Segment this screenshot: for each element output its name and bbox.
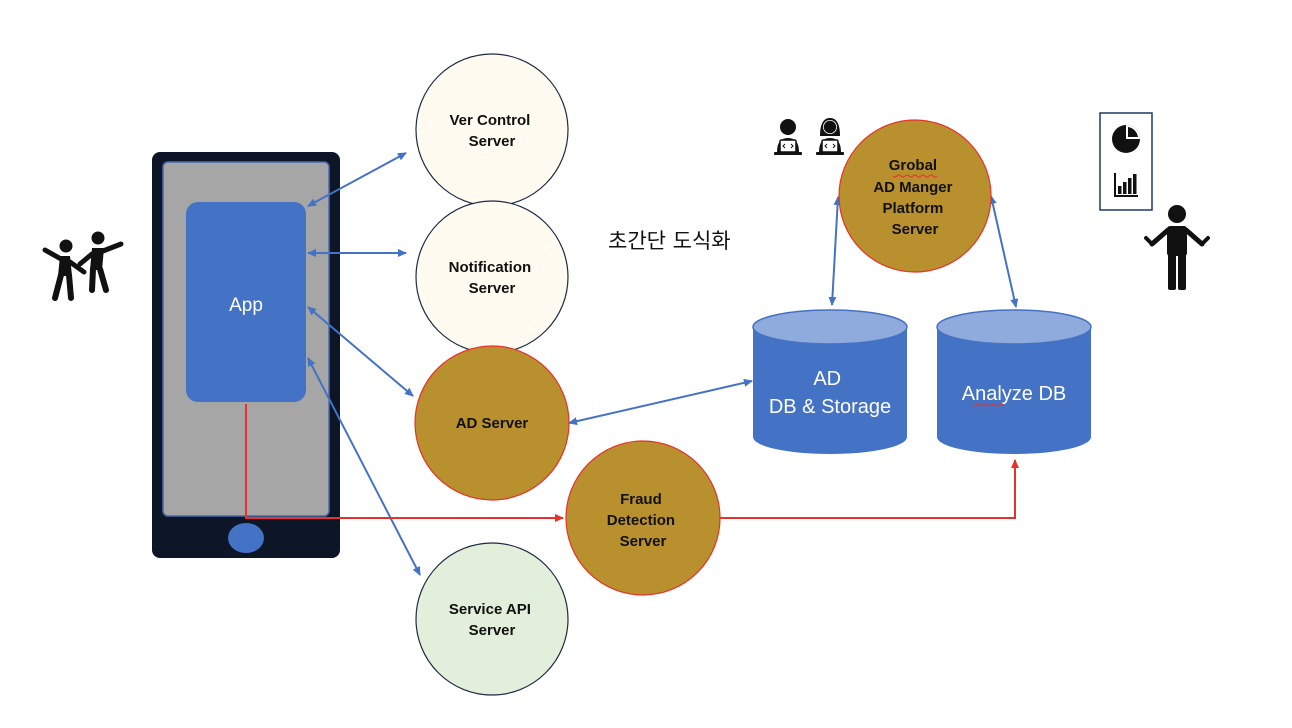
spellcheck-underline xyxy=(970,403,1004,407)
ad-db-storage[interactable]: AD DB & Storage xyxy=(752,309,908,454)
fraud-line1: Fraud xyxy=(620,491,662,508)
analyze-db-label: Analyze DB xyxy=(962,383,1067,405)
global-ad-ad-db-link xyxy=(828,196,842,306)
svg-text:Service API Server: Service API Server xyxy=(449,601,535,639)
app-fraud-link xyxy=(245,404,564,522)
global-ad-analyze-db-link xyxy=(988,195,1019,308)
global-ad-line4: Server xyxy=(892,221,939,238)
developer-icon xyxy=(816,118,844,155)
developers-icon xyxy=(774,118,844,155)
svg-text:Notification Server: Notification Server xyxy=(449,259,536,297)
global-ad-manager-server[interactable]: Grobal AD Manger Platform Server xyxy=(838,119,992,273)
svg-text:Ver Control Server: Ver Control Server xyxy=(449,112,534,150)
bar-chart-icon xyxy=(1114,173,1138,197)
svg-text:Grobal AD Manger P: Grobal AD Manger Platform Server xyxy=(873,157,956,238)
users-icon xyxy=(42,231,124,301)
connectors-red xyxy=(245,404,1019,522)
fraud-analyze-db-link xyxy=(720,459,1019,519)
global-ad-line3: Platform xyxy=(882,200,943,217)
fraud-detection-server[interactable]: Fraud Detection Server xyxy=(565,440,721,596)
spellcheck-underline xyxy=(892,174,938,178)
ad-db-line2: DB & Storage xyxy=(769,396,891,418)
notification-line2: Server xyxy=(469,280,516,297)
home-button[interactable] xyxy=(228,523,264,553)
analyze-db[interactable]: Analyze DB xyxy=(936,309,1092,454)
ad-db-line1: AD xyxy=(813,368,841,390)
ver-control-line1: Ver Control xyxy=(449,112,530,129)
fraud-line2: Detection xyxy=(607,512,675,529)
ad-server[interactable]: AD Server xyxy=(414,345,570,501)
developer-icon xyxy=(774,119,802,155)
app-service-api-link xyxy=(307,357,421,576)
global-ad-line2: AD Manger xyxy=(873,179,952,196)
app-ver-control-link xyxy=(307,152,407,207)
ver-control-server[interactable]: Ver Control Server xyxy=(415,53,569,207)
report-icons-panel xyxy=(1099,112,1153,211)
ver-control-line2: Server xyxy=(469,133,516,150)
connectors-blue xyxy=(307,152,1019,576)
notification-line1: Notification xyxy=(449,259,532,276)
ad-server-ad-db-link xyxy=(568,378,753,426)
analyst-icon xyxy=(1144,205,1210,290)
service-api-line1: Service API xyxy=(449,601,531,618)
fraud-line3: Server xyxy=(620,533,667,550)
app-box[interactable]: App xyxy=(186,202,306,402)
ad-server-label: AD Server xyxy=(456,415,529,432)
diagram-title: 초간단 도식화 xyxy=(608,229,731,253)
service-api-server[interactable]: Service API Server xyxy=(415,542,569,696)
service-api-line2: Server xyxy=(469,622,516,639)
svg-text:AD DB & Storage: AD DB & Storage xyxy=(769,368,891,418)
svg-text:Fraud Detection Se: Fraud Detection Server xyxy=(607,491,680,550)
global-ad-line1: Grobal xyxy=(889,157,937,174)
app-label: App xyxy=(229,295,263,316)
notification-server[interactable]: Notification Server xyxy=(415,200,569,354)
pie-chart-icon xyxy=(1112,125,1140,153)
